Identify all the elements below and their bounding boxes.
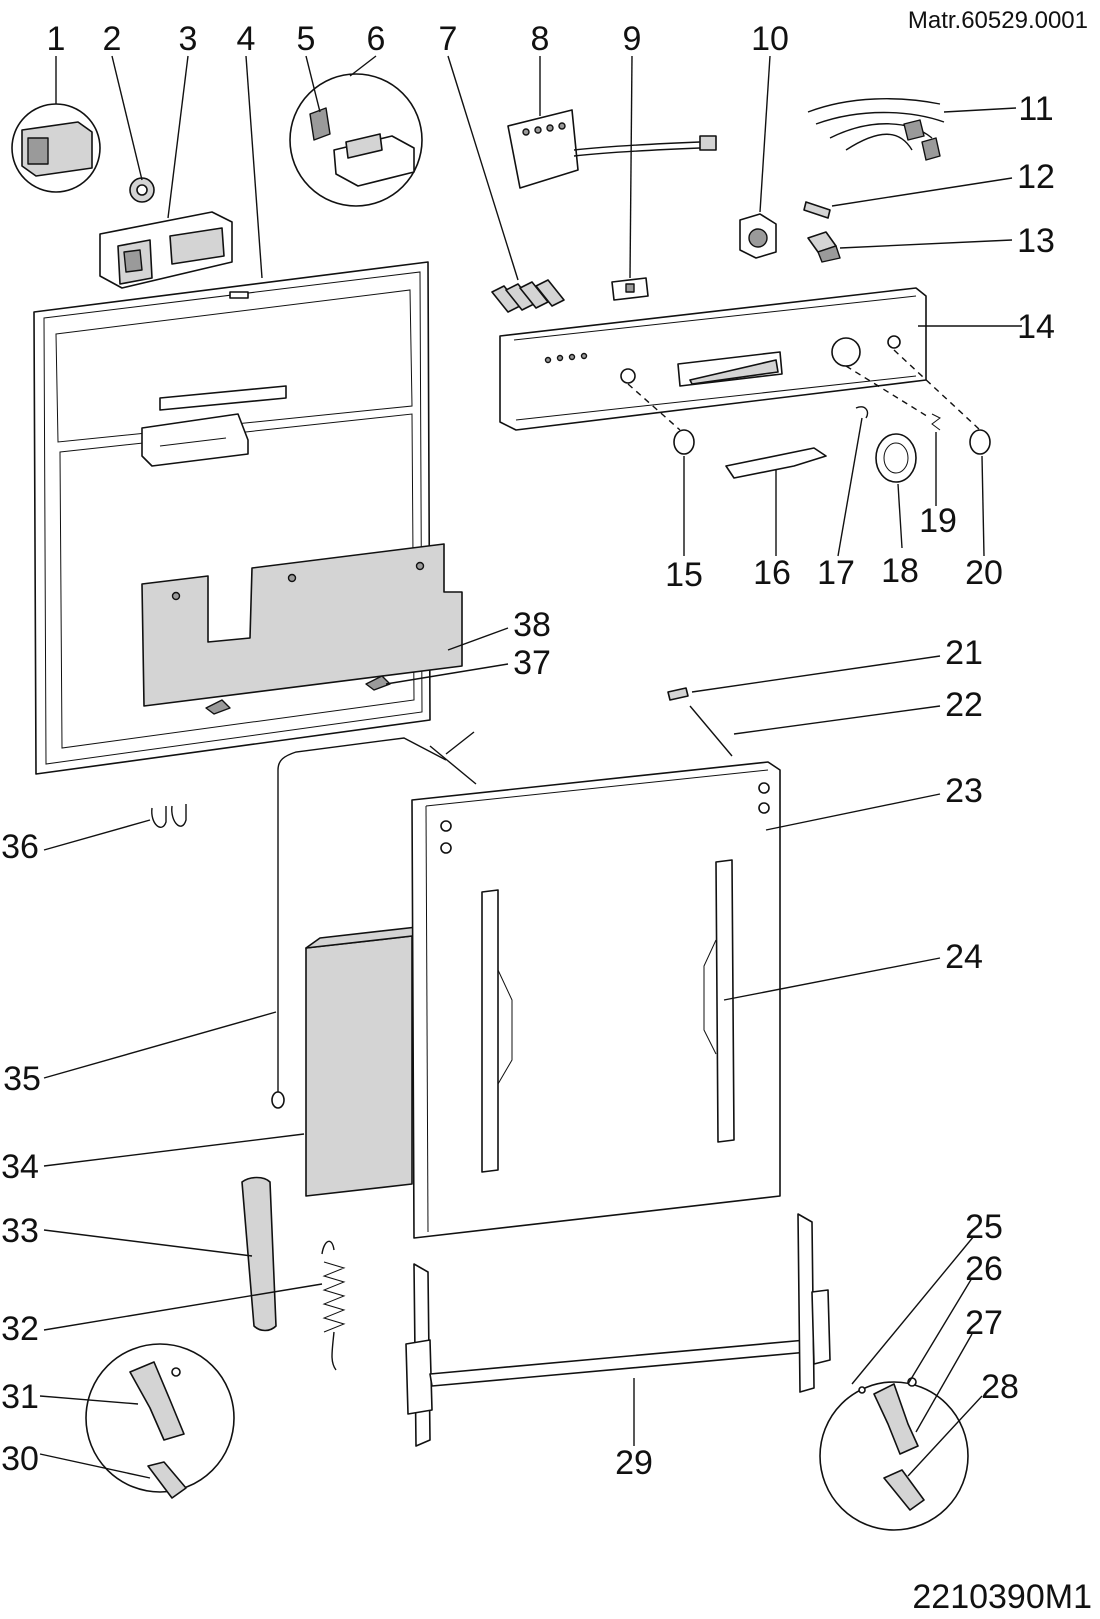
part-20-button	[969, 429, 991, 455]
part-18-knob	[875, 433, 917, 483]
callout-13: 13	[1017, 222, 1055, 260]
callout-33: 33	[1, 1212, 39, 1250]
callout-26: 26	[965, 1250, 1003, 1288]
part-11-wiring-harness	[807, 98, 945, 161]
leader-lines	[39, 55, 1022, 1479]
part-8-control-board	[507, 109, 717, 189]
callout-11: 11	[1018, 90, 1053, 128]
part-29-hinge-frame	[405, 1213, 831, 1447]
part-1-detail-circle	[11, 103, 101, 193]
part-30-31-detail-circle	[85, 1343, 235, 1499]
callout-24: 24	[945, 938, 983, 976]
part-23-outer-door	[411, 761, 781, 1239]
callout-25: 25	[965, 1208, 1003, 1246]
callout-37: 37	[513, 644, 551, 682]
callout-1: 1	[47, 20, 66, 58]
callout-6: 6	[367, 20, 386, 58]
callout-4: 4	[237, 20, 256, 58]
part-32-spring	[321, 1240, 346, 1371]
callout-27: 27	[965, 1304, 1003, 1342]
callout-14: 14	[1017, 308, 1055, 346]
callout-20: 20	[965, 554, 1003, 592]
part-7-fuses	[491, 279, 565, 313]
callout-5: 5	[297, 20, 316, 58]
part-19-spring	[931, 413, 941, 431]
callout-32: 32	[1, 1310, 39, 1348]
part-5-6-detail-circle	[289, 73, 423, 207]
callout-22: 22	[945, 686, 983, 724]
callout-15: 15	[665, 556, 703, 594]
callout-17: 17	[817, 554, 855, 592]
callout-8: 8	[531, 20, 550, 58]
callout-21: 21	[945, 634, 983, 672]
callout-36: 36	[1, 828, 39, 866]
callout-28: 28	[981, 1368, 1019, 1406]
callout-9: 9	[623, 20, 642, 58]
part-36-clip	[151, 804, 187, 828]
callout-35: 35	[3, 1060, 41, 1098]
callout-7: 7	[439, 20, 458, 58]
part-15-button	[673, 429, 695, 455]
callout-19: 19	[919, 502, 957, 540]
callout-10: 10	[751, 20, 789, 58]
part-17-clip	[855, 406, 869, 419]
callout-16: 16	[753, 554, 791, 592]
callout-23: 23	[945, 772, 983, 810]
part-10-selector-switch	[739, 213, 777, 259]
callout-38: 38	[513, 606, 551, 644]
callout-2: 2	[103, 20, 122, 58]
callout-29: 29	[615, 1444, 653, 1482]
part-9-small-board	[611, 277, 649, 301]
part-14-control-panel	[499, 287, 927, 431]
callout-30: 30	[1, 1440, 39, 1478]
part-12-sensor	[803, 201, 831, 219]
part-4-inner-door	[33, 261, 463, 775]
callout-31: 31	[1, 1378, 39, 1416]
part-16-cover	[725, 447, 827, 479]
callout-numbers: 1 2 3 4 5 6 7 8 9 10 11 12 13 14 15 16 1…	[1, 20, 1055, 1482]
part-34-insulation-block	[305, 925, 427, 1197]
part-3-door-lock	[99, 211, 233, 289]
part-13-switch	[807, 231, 841, 263]
part-25-28-detail-circle	[819, 1377, 969, 1531]
part-22-rod	[689, 705, 733, 757]
drawing-code: 2210390M1	[912, 1578, 1092, 1616]
callout-34: 34	[1, 1148, 39, 1186]
callout-3: 3	[179, 20, 198, 58]
part-33-handle-strip	[241, 1176, 277, 1332]
part-35-door-cable	[271, 731, 477, 1109]
matr-code: Matr.60529.0001	[908, 7, 1088, 34]
part-21-cap	[667, 687, 689, 701]
callout-18: 18	[881, 552, 919, 590]
callout-12: 12	[1017, 158, 1055, 196]
part-2-grommet	[129, 177, 155, 203]
